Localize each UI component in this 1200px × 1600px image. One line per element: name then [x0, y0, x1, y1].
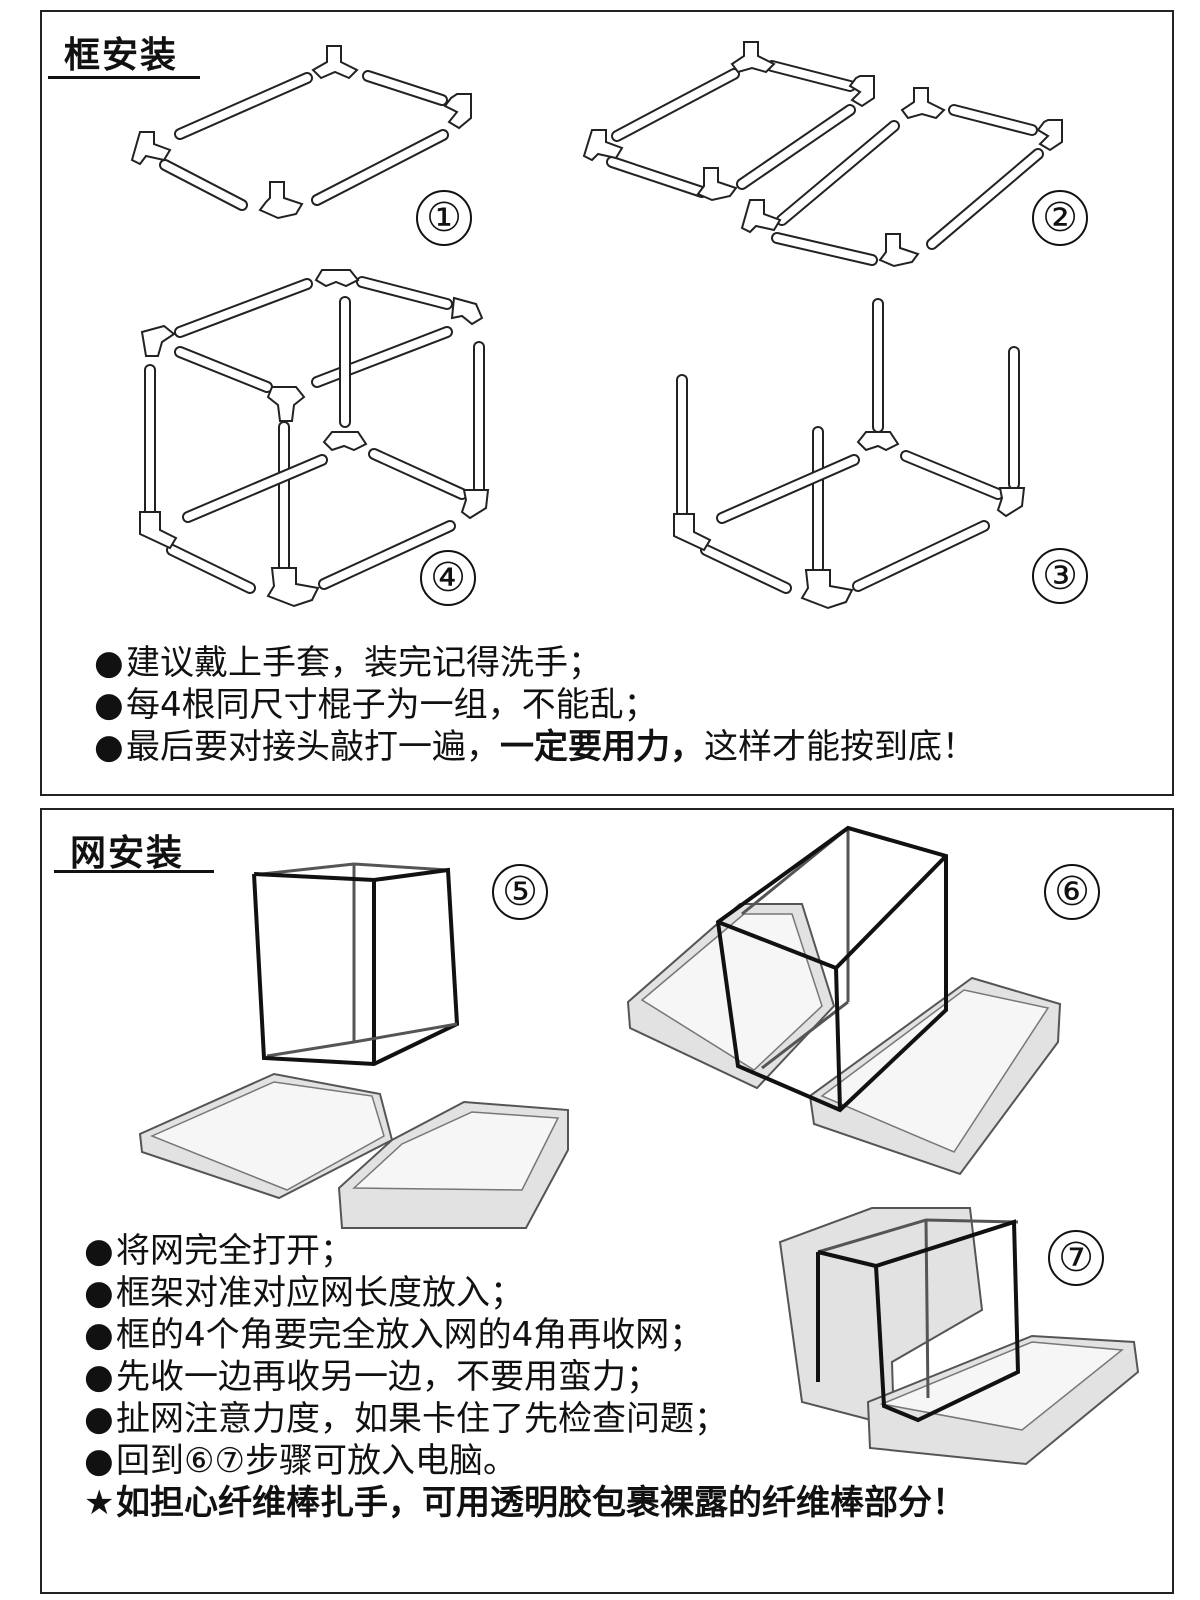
step-number-6: ⑥: [1044, 864, 1100, 920]
step-number-4: ④: [420, 550, 476, 606]
step-number-7: ⑦: [1048, 1230, 1104, 1286]
frame-diagrams: [130, 41, 1063, 610]
tip-item: ●框的4个角要完全放入网的4角再收网；: [84, 1315, 704, 1355]
tip-item: ●最后要对接头敲打一遍，一定要用力，这样才能按到底！: [94, 727, 976, 767]
tip-item: ●将网完全打开；: [84, 1231, 354, 1271]
tip-item: ●建议戴上手套，装完记得洗手；: [94, 643, 602, 683]
frame-section-title: 框安装: [64, 35, 179, 76]
emphasis-text: 一定要用力，: [500, 727, 704, 767]
step-number-1: ①: [416, 190, 472, 246]
step5-net-illustration: [138, 862, 569, 1229]
tip-item: ●框架对准对应网长度放入；: [84, 1273, 524, 1313]
net-tips-list: ●将网完全打开； ●框架对准对应网长度放入； ●框的4个角要完全放入网的4角再收…: [84, 1230, 966, 1524]
title-underline: [48, 76, 200, 79]
tip-item: ●先收一边再收另一边，不要用蛮力；: [84, 1357, 660, 1397]
frame-installation-panel: 框安装: [40, 10, 1174, 796]
tip-item: ●回到⑥⑦步骤可放入电脑。: [84, 1441, 517, 1481]
step-number-3: ③: [1032, 548, 1088, 604]
tip-item: ●每4根同尺寸棍子为一组，不能乱；: [94, 685, 658, 725]
step1-frame-illustration: [130, 45, 472, 220]
tip-item: ●扯网注意力度，如果卡住了先检查问题；: [84, 1399, 728, 1439]
step-number-5: ⑤: [492, 864, 548, 920]
step-number-2: ②: [1032, 190, 1088, 246]
step7-net-illustration: [778, 1207, 1140, 1466]
step3-frame-illustration: [673, 298, 1026, 610]
net-section-title: 网安装: [70, 833, 185, 874]
net-diagrams: [138, 825, 1140, 1466]
frame-tips-list: ●建议戴上手套，装完记得洗手； ●每4根同尺寸棍子为一组，不能乱； ●最后要对接…: [94, 642, 976, 768]
step4-frame-illustration: [139, 269, 490, 608]
star-icon: ★: [84, 1483, 115, 1523]
step6-net-illustration: [626, 825, 1062, 1176]
net-installation-panel: 网安装 ⑤ ⑥ ⑦: [40, 808, 1174, 1594]
title-underline: [54, 870, 214, 873]
warning-note: ★如担心纤维棒扎手，可用透明胶包裹裸露的纤维棒部分！: [84, 1483, 966, 1523]
step2-frame-illustration: [582, 41, 1063, 268]
